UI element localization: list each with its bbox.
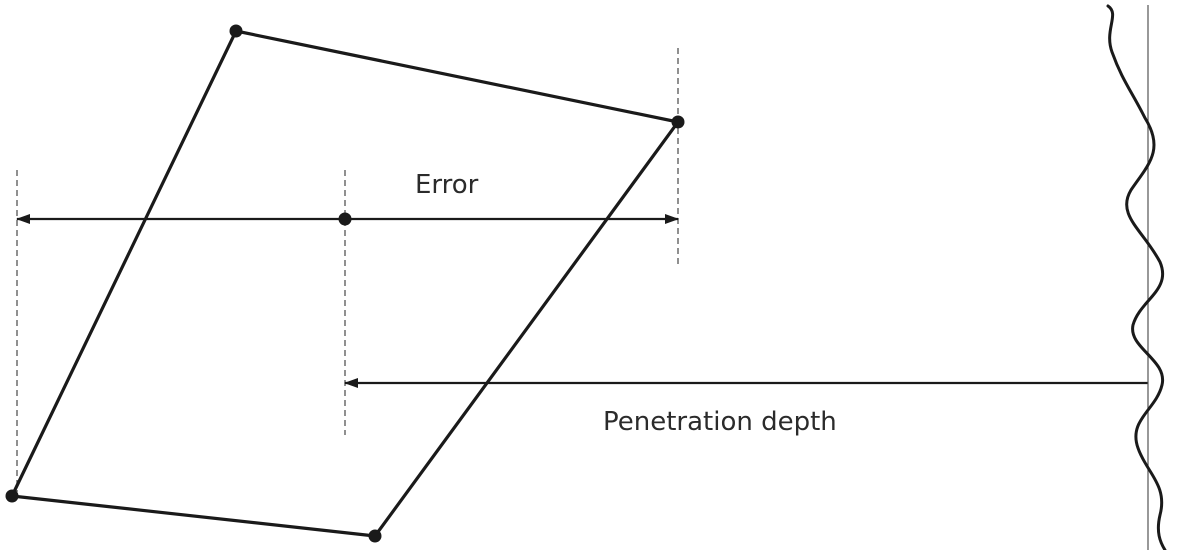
wavy-surface-profile <box>1106 4 1167 550</box>
center-point <box>338 212 352 226</box>
box-vertex-left <box>5 489 19 503</box>
box-vertex-right <box>671 115 685 129</box>
error-label: Error <box>415 170 479 200</box>
box-vertex-bottom <box>368 529 382 543</box>
penetration-depth-label: Penetration depth <box>603 407 837 437</box>
box-vertex-top <box>229 24 243 38</box>
